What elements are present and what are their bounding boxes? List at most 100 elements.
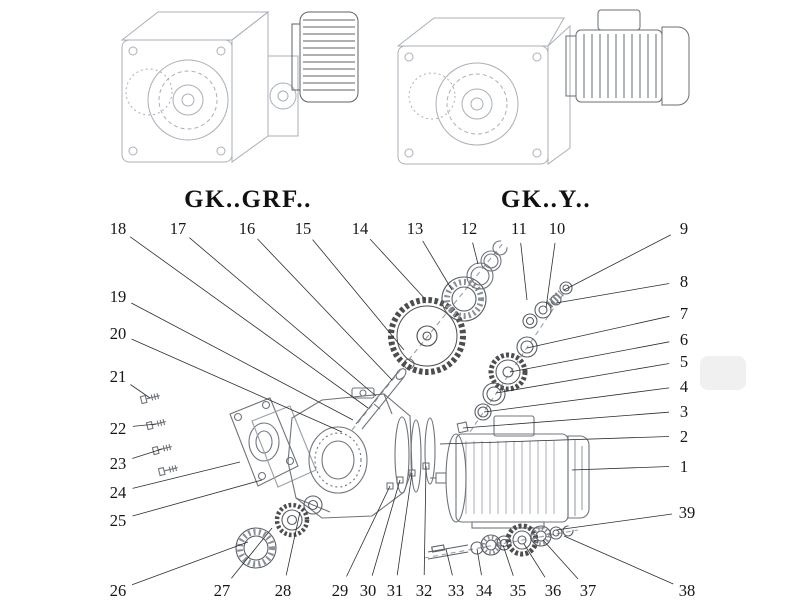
leader-line-12 [472,242,479,265]
leader-line-28 [285,511,301,576]
callout-number-37: 37 [580,581,597,600]
callout-number-12: 12 [461,219,478,238]
callout-number-19: 19 [110,287,127,306]
watermark [700,356,746,390]
cover-gasket [424,417,436,485]
leader-line-21 [130,384,151,399]
leader-line-24 [132,461,241,489]
leader-line-20 [131,338,343,433]
leader-line-4 [483,387,670,413]
callout-number-27: 27 [214,581,231,600]
gear-large [388,297,466,375]
ring-upper-1 [466,262,494,290]
leader-line-38 [563,535,674,585]
callout-number-20: 20 [110,324,127,343]
callout-number-30: 30 [360,581,377,600]
callout-number-10: 10 [549,219,566,238]
callout-number-18: 18 [110,219,127,238]
bottom-bearing-set [235,495,323,569]
leader-line-31 [396,472,413,576]
callout-number-14: 14 [352,219,369,238]
leader-line-14 [369,238,427,301]
callout-number-11: 11 [511,219,527,238]
leader-line-13 [422,240,453,291]
ring-upper-1-inner [470,266,490,286]
callout-number-6: 6 [680,330,688,349]
leader-line-9 [563,234,671,291]
bolt-icon [145,419,166,431]
leader-line-35 [502,544,514,576]
model-label-gk-y: GK..Y.. [500,186,592,213]
leader-line-39 [555,513,673,531]
callout-number-39: 39 [679,503,696,522]
leader-line-27 [231,527,273,579]
ring-upper-2-inner [483,253,499,269]
leader-line-5 [495,363,670,394]
leader-line-19 [131,302,354,421]
leader-line-17 [189,237,377,397]
callout-number-33: 33 [448,581,465,600]
ring-upper-2 [480,250,502,272]
callout-number-8: 8 [680,272,688,291]
gearbox-y-drawing [396,17,571,165]
leader-line-10 [545,242,556,309]
callout-number-26: 26 [110,581,127,600]
bearing-upper [441,276,487,322]
callout-number-24: 24 [110,483,127,502]
gearbox-grf-drawing [120,10,299,163]
callout-number-4: 4 [680,377,688,396]
callout-number-32: 32 [416,581,433,600]
leader-line-30 [371,479,401,576]
leader-line-1 [571,466,670,471]
callout-number-15: 15 [295,219,312,238]
leader-line-26 [131,541,249,586]
callout-number-1: 1 [680,457,688,476]
callout-number-38: 38 [679,581,696,600]
output-shaft [355,358,415,430]
leader-line-25 [132,479,263,517]
leader-line-11 [520,242,528,301]
bolt-icon [151,444,172,456]
callout-number-35: 35 [510,581,527,600]
exploded-view [139,240,590,569]
callout-number-2: 2 [680,427,688,446]
leader-line-29 [346,485,391,577]
callout-number-16: 16 [239,219,256,238]
callout-number-5: 5 [680,352,688,371]
callout-number-25: 25 [110,511,127,530]
leader-line-37 [542,539,579,580]
leader-line-15 [312,239,405,351]
leader-line-3 [462,411,670,429]
leader-line-6 [509,341,670,373]
y-motor-drawing [565,9,690,106]
callout-number-7: 7 [680,304,688,323]
motor [430,415,590,529]
motor-shaft-assembly [427,523,574,560]
grf-input-cover-drawing [291,11,359,103]
callout-number-3: 3 [680,402,688,421]
leader-line-22 [132,423,157,427]
leader-line-34 [476,548,482,576]
leader-line-8 [555,283,670,304]
callout-number-31: 31 [387,581,404,600]
callout-number-17: 17 [170,219,187,238]
leader-line-23 [132,448,163,459]
nut-icon [386,482,394,490]
leader-line-33 [445,548,453,576]
nut-icon [408,469,416,477]
nut-icon [456,421,469,434]
callout-number-22: 22 [110,419,127,438]
bolt-icon [139,393,160,405]
callout-number-23: 23 [110,454,127,473]
callout-number-13: 13 [407,219,424,238]
axis-line-input [469,289,567,433]
leader-line-18 [129,236,369,409]
callout-number-28: 28 [275,581,292,600]
circlip-icon [492,240,508,256]
leader-line-36 [523,543,546,578]
callout-number-34: 34 [476,581,493,600]
leader-line-32 [423,465,427,576]
model-label-gk-grf: GK..GRF.. [184,186,312,213]
gear-housing [287,387,413,519]
